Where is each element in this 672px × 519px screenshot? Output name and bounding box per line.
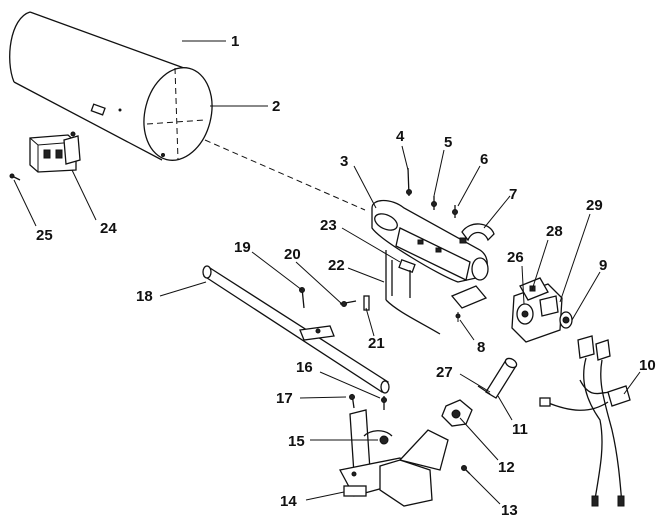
callout-labels: 1 2 3 4 5 6 7 8 9 10 11 12 13 14 15 16 1… <box>36 33 656 519</box>
callout-12: 12 <box>498 459 515 476</box>
screw-25 <box>9 173 21 181</box>
screw-17 <box>349 393 355 409</box>
callout-7: 7 <box>509 186 517 203</box>
screw-19 <box>299 287 305 309</box>
wiring-harness <box>539 335 631 507</box>
callout-17: 17 <box>276 390 293 407</box>
callout-6: 6 <box>480 151 488 168</box>
fitting-12 <box>441 399 473 427</box>
callout-25: 25 <box>36 227 53 244</box>
callout-9: 9 <box>599 257 607 274</box>
callout-8: 8 <box>477 339 485 356</box>
callout-26: 26 <box>507 249 524 266</box>
callout-13: 13 <box>501 502 518 519</box>
screw-5 <box>431 196 437 210</box>
callout-21: 21 <box>368 335 385 352</box>
callout-29: 29 <box>586 197 603 214</box>
screw-20 <box>339 300 357 307</box>
gas-valve-assembly <box>511 277 573 343</box>
screw-4 <box>406 167 412 197</box>
tube-11 <box>477 357 518 399</box>
callout-5: 5 <box>444 134 452 151</box>
callout-14: 14 <box>280 493 297 510</box>
clamp-7 <box>459 223 495 244</box>
leader-lines <box>13 40 641 505</box>
screw-6 <box>452 205 458 218</box>
callout-23: 23 <box>320 217 337 234</box>
alignment-line <box>204 139 366 211</box>
callout-18: 18 <box>136 288 153 305</box>
pin-21 <box>363 295 370 311</box>
screw-16 <box>381 396 387 410</box>
burner-assembly <box>371 199 489 335</box>
callout-10: 10 <box>639 357 656 374</box>
callout-24: 24 <box>100 220 117 237</box>
callout-16: 16 <box>296 359 313 376</box>
callout-19: 19 <box>234 239 251 256</box>
base-bracket <box>339 409 449 507</box>
side-bracket <box>29 131 81 173</box>
callout-15: 15 <box>288 433 305 450</box>
rod-18 <box>202 265 390 394</box>
callout-3: 3 <box>340 153 348 170</box>
callout-22: 22 <box>328 257 345 274</box>
clamp-8 <box>450 285 488 322</box>
callout-11: 11 <box>512 421 528 438</box>
callout-27: 27 <box>436 364 453 381</box>
callout-2: 2 <box>272 98 280 115</box>
housing-cylinder <box>9 11 213 162</box>
callout-28: 28 <box>546 223 563 240</box>
callout-20: 20 <box>284 246 301 263</box>
screw-13 <box>461 465 471 475</box>
callout-4: 4 <box>396 128 405 145</box>
callout-1: 1 <box>231 33 239 50</box>
